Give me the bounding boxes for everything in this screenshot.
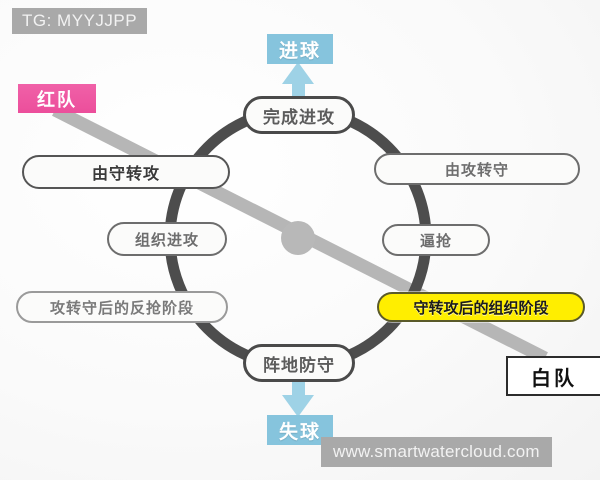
cycle-node-organize-attack[interactable]: 组织进攻 (107, 222, 227, 256)
cycle-node-label: 由守转攻 (91, 164, 160, 183)
cycle-node-counterpress-after-attack-to-defend[interactable]: 攻转守后的反抢阶段 (16, 291, 228, 323)
cycle-node-label: 由攻转守 (444, 160, 509, 179)
team-tag-white-label: 白队 (531, 365, 577, 390)
cycle-node-label: 完成进攻 (263, 107, 335, 128)
cycle-node-press[interactable]: 逼抢 (382, 224, 490, 256)
team-tag-red-label: 红队 (37, 89, 77, 111)
cycle-node-label: 攻转守后的反抢阶段 (49, 298, 194, 317)
axis-hub-node (281, 221, 315, 255)
outcome-goal: 进球 (267, 34, 333, 64)
cycle-node-finish-attack[interactable]: 完成进攻 (243, 96, 355, 134)
arrow-up-to-goal (282, 62, 314, 98)
team-tag-white: 白队 (506, 356, 600, 396)
cycle-node-defend-to-attack[interactable]: 由守转攻 (22, 155, 230, 189)
cycle-node-label: 组织进攻 (134, 230, 199, 249)
watermark-bottom-right: www.smartwatercloud.com (321, 437, 552, 467)
cycle-node-attack-to-defend[interactable]: 由攻转守 (374, 153, 580, 185)
cycle-node-label: 守转攻后的组织阶段 (413, 298, 549, 317)
cycle-node-label: 逼抢 (419, 231, 452, 250)
cycle-node-label: 阵地防守 (263, 355, 335, 376)
cycle-node-positional-defense[interactable]: 阵地防守 (243, 344, 355, 382)
outcome-concede-label: 失球 (278, 420, 321, 443)
watermark-top-left: TG: MYYJJPP (12, 8, 148, 34)
arrow-down-to-concede (282, 382, 314, 417)
team-tag-red: 红队 (18, 84, 96, 113)
outcome-goal-label: 进球 (278, 39, 321, 62)
cycle-node-organize-after-defend-to-attack[interactable]: 守转攻后的组织阶段 (377, 292, 585, 322)
